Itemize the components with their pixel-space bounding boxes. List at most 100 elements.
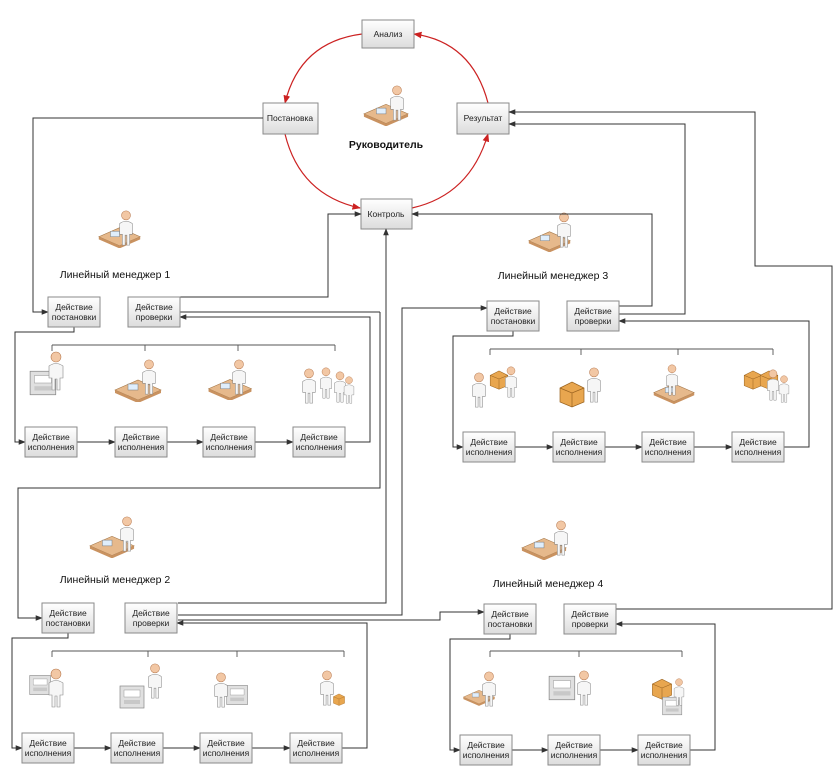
exec-action-3-3-line-1: Действие xyxy=(649,437,687,447)
check-action-4-line-1: Действие xyxy=(571,609,609,619)
arrow-exec-to-check-1 xyxy=(179,314,371,443)
worker-icon xyxy=(48,668,64,708)
worker-icon xyxy=(778,375,790,403)
exec-action-2-4-line-1: Действие xyxy=(297,738,335,748)
arrow-set-to-exec-1 xyxy=(14,327,75,445)
manager-2-icon xyxy=(89,516,135,558)
exec-action-4-1-line-1: Действие xyxy=(467,740,505,750)
briefcase-icon xyxy=(333,693,345,706)
exec-action-2-2-line-2: исполнения xyxy=(114,748,161,758)
arrow-exec-to-check-2 xyxy=(176,620,368,749)
arrow-set-to-exec-2 xyxy=(11,633,69,751)
workers-group-1 xyxy=(29,351,355,404)
check-action-4-line-2: проверки xyxy=(572,619,609,629)
arrow-control-to-result xyxy=(411,133,490,209)
exec-action-3-2-line-1: Действие xyxy=(560,437,598,447)
exec-action-1-2-line-2: исполнения xyxy=(118,442,165,452)
check-action-3-line-2: проверки xyxy=(575,316,612,326)
exec-action-4-2-line-2: исполнения xyxy=(551,750,598,760)
connectors xyxy=(11,109,833,753)
exec-action-1-4-line-2: исполнения xyxy=(296,442,343,452)
setting-label: Постановка xyxy=(267,113,313,123)
exec-action-4-3-line-2: исполнения xyxy=(641,750,688,760)
cabinet-icon xyxy=(226,684,249,706)
action-boxes: ДействиепостановкиДействиепроверкиДейств… xyxy=(21,296,785,766)
arrow-setting-to-m1 xyxy=(32,117,263,315)
arrow-check1-to-control xyxy=(180,211,362,298)
manager-4-title: Линейный менеджер 4 xyxy=(493,578,604,590)
exec-action-2-1-line-2: исполнения xyxy=(25,748,72,758)
manager-2-title: Линейный менеджер 2 xyxy=(60,574,171,586)
exec-action-1-3-line-1: Действие xyxy=(210,432,248,442)
exec-action-1-4-line-1: Действие xyxy=(300,432,338,442)
exec-action-2-1-line-1: Действие xyxy=(29,738,67,748)
arrow-check2-to-control xyxy=(178,228,389,604)
analysis-box: Анализ xyxy=(361,19,415,49)
arrow-result-to-analysis xyxy=(413,31,489,104)
arrow-check3-to-control xyxy=(411,211,653,307)
arrow-m1-to-m2 xyxy=(17,312,381,621)
workers-group-4 xyxy=(462,670,685,716)
exec-action-2-2-line-1: Действие xyxy=(118,738,156,748)
exec-action-1-3-line-2: исполнения xyxy=(206,442,253,452)
workers-group-2 xyxy=(29,663,345,709)
exec-action-4-1-line-2: исполнения xyxy=(463,750,510,760)
worker-icon xyxy=(577,670,591,706)
worker-icon xyxy=(320,367,332,399)
result-box: Результат xyxy=(456,102,510,135)
control-box: Контроль xyxy=(360,198,413,230)
workers-group-3 xyxy=(472,364,790,408)
arrow-set-to-exec-3 xyxy=(452,331,514,450)
arrow-m2-to-m3 xyxy=(178,305,488,616)
set-action-4-line-1: Действие xyxy=(491,609,529,619)
exec-action-4-3-line-1: Действие xyxy=(645,740,683,750)
exec-action-1-1-line-2: исполнения xyxy=(28,442,75,452)
cart-icon xyxy=(119,685,145,709)
worker-icon xyxy=(320,670,334,706)
set-action-3-line-1: Действие xyxy=(494,306,532,316)
leader-label: Руководитель xyxy=(349,139,424,151)
exec-action-4-2-line-1: Действие xyxy=(555,740,593,750)
forklift-icon xyxy=(662,696,683,716)
arrow-setting-to-control xyxy=(284,133,361,210)
arrow-exec-to-check-3 xyxy=(618,318,810,448)
arrow-check4-to-result xyxy=(508,109,833,610)
set-action-4-line-2: постановки xyxy=(488,619,533,629)
arrow-check3-to-result xyxy=(508,121,686,315)
exec-action-3-3-line-2: исполнения xyxy=(645,447,692,457)
exec-action-2-3-line-2: исполнения xyxy=(203,748,250,758)
exec-action-3-1-line-2: исполнения xyxy=(466,447,513,457)
manager-3-title: Линейный менеджер 3 xyxy=(498,270,609,282)
setting-box: Постановка xyxy=(262,102,319,135)
manager-3-icon xyxy=(528,212,571,252)
exec-action-2-3-line-1: Действие xyxy=(207,738,245,748)
forklift-load-icon xyxy=(652,678,672,700)
worker-icon xyxy=(214,672,228,708)
check-action-1-line-1: Действие xyxy=(135,302,173,312)
exec-action-3-4-line-2: исполнения xyxy=(735,447,782,457)
check-action-2-line-1: Действие xyxy=(132,608,170,618)
exec-action-1-2-line-1: Действие xyxy=(122,432,160,442)
set-action-3-line-2: постановки xyxy=(491,316,536,326)
crate-icon xyxy=(743,370,763,390)
exec-action-1-1-line-1: Действие xyxy=(32,432,70,442)
machinery-icon xyxy=(548,675,576,701)
check-action-1-line-2: проверки xyxy=(136,312,173,322)
